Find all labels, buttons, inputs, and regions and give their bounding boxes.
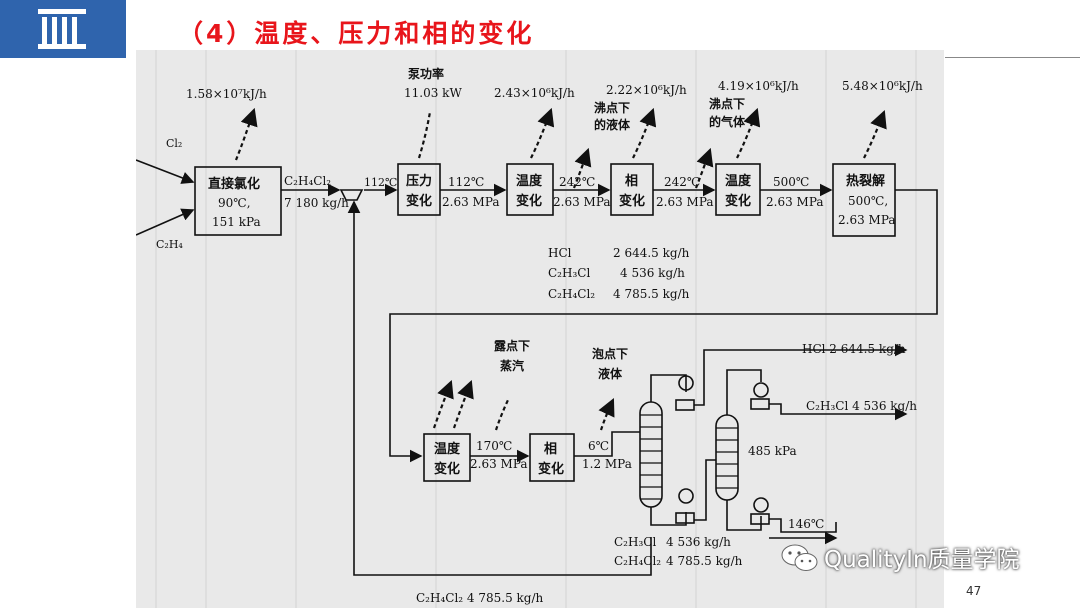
box3-line2: 变化 — [516, 193, 542, 209]
box4-line2: 变化 — [619, 193, 645, 209]
distillation-column-1 — [639, 401, 663, 508]
process-flow-diagram: Cl₂ C₂H₄ 1.58×10⁷kJ/h 泵功率 11.03 kW 2.43×… — [136, 50, 944, 608]
bottoms-temperature: 146℃ — [788, 517, 824, 531]
bottoms-edc-value: 4 785.5 kg/h — [666, 554, 743, 568]
box8-line1: 相 — [544, 441, 557, 457]
comp-hcl-name: HCl — [548, 246, 572, 260]
boiling-gas-note-2: 的气体 — [709, 114, 746, 129]
condenser-2 — [753, 382, 769, 398]
stream1-line1: C₂H₄Cl₂ — [284, 174, 331, 188]
dew-point-note-2: 蒸汽 — [500, 358, 524, 373]
condenser-1 — [678, 375, 694, 391]
stream7-line2: 2.63 MPa — [470, 457, 528, 471]
box1-line3: 151 kPa — [212, 215, 261, 229]
column2-pressure: 485 kPa — [748, 444, 797, 458]
stream8-line2: 1.2 MPa — [582, 457, 632, 471]
direct-chlorination-box — [194, 166, 282, 236]
stream2: 112℃ — [364, 176, 397, 189]
header-divider — [945, 57, 1080, 58]
comp-edc-value: 4 785.5 kg/h — [613, 287, 690, 301]
page-number: 47 — [966, 584, 982, 598]
reflux-drum-1 — [675, 399, 695, 411]
comp-hcl-value: 2 644.5 kg/h — [613, 246, 690, 260]
scan-texture — [155, 50, 917, 608]
stream5-line2: 2.63 MPa — [656, 195, 714, 209]
box7-line2: 变化 — [434, 461, 460, 477]
boiling-liquid-note-1: 沸点下 — [594, 100, 630, 115]
box3-line1: 温度 — [516, 173, 543, 189]
watermark-text: QualityIn质量学院 — [824, 547, 1020, 573]
institution-logo — [0, 0, 126, 58]
flow-diagram-svg: Cl₂ C₂H₄ 1.58×10⁷kJ/h 泵功率 11.03 kW 2.43×… — [136, 50, 938, 608]
dew-point-note-1: 露点下 — [494, 338, 530, 353]
box6-line2: 500℃, — [848, 194, 888, 208]
heat-duty-5: 5.48×10⁶kJ/h — [842, 79, 923, 93]
bottoms-vcm-name: C₂H₃Cl — [614, 535, 656, 549]
wechat-watermark: QualityIn质量学院 — [774, 538, 1064, 578]
bottoms-vcm-value: 4 536 kg/h — [666, 535, 731, 549]
box6-line3: 2.63 MPa — [838, 213, 896, 227]
box1-line1: 直接氯化 — [208, 176, 260, 192]
box7-line1: 温度 — [434, 441, 461, 457]
output-vcm: C₂H₃Cl 4 536 kg/h — [806, 399, 917, 413]
box2-line1: 压力 — [406, 173, 432, 189]
stream1-line2: 7 180 kg/h — [284, 196, 349, 210]
box4-line1: 相 — [625, 173, 638, 189]
bottoms-edc-name: C₂H₄Cl₂ — [614, 554, 661, 568]
reflux-drum-2 — [750, 398, 770, 410]
boiling-liquid-note-2: 的液体 — [594, 117, 631, 132]
stream7-line1: 170℃ — [476, 439, 512, 453]
pump-power-value: 11.03 kW — [404, 86, 462, 100]
pyrolysis-box — [832, 163, 896, 237]
stream6-line1: 500℃ — [773, 175, 809, 189]
reboiler-drum-2 — [750, 513, 770, 525]
reboiler-drum-1 — [675, 512, 695, 524]
box6-line1: 热裂解 — [846, 173, 885, 189]
label-cl2: Cl₂ — [166, 137, 182, 150]
phase-change-box-2 — [529, 433, 575, 482]
temp-change-box-3 — [423, 433, 471, 482]
stream3-line2: 2.63 MPa — [442, 195, 500, 209]
box5-line1: 温度 — [725, 173, 752, 189]
stream6-line2: 2.63 MPa — [766, 195, 824, 209]
slide-title: （4）温度、压力和相的变化 — [178, 19, 535, 48]
box1-line2: 90℃, — [218, 196, 251, 210]
cl2-arrow — [136, 159, 195, 184]
stream8-line1: 6℃ — [588, 439, 609, 453]
comp-vcm-value: 4 536 kg/h — [620, 266, 685, 280]
heat-duty-3: 2.22×10⁶kJ/h — [606, 83, 687, 97]
box8-line2: 变化 — [538, 461, 564, 477]
heat-duty-1: 1.58×10⁷kJ/h — [186, 87, 267, 101]
stream4-line1: 242℃ — [559, 175, 595, 189]
mixer-symbol — [339, 189, 364, 201]
heat-duty-4: 4.19×10⁶kJ/h — [718, 79, 799, 93]
bubble-point-note-2: 液体 — [598, 366, 623, 381]
output-hcl: HCl 2 644.5 kg/h — [802, 342, 906, 356]
logo-mark-icon — [38, 9, 86, 49]
comp-vcm-name: C₂H₃Cl — [548, 266, 590, 280]
label-c2h4: C₂H₄ — [156, 238, 183, 251]
box5-line2: 变化 — [725, 193, 751, 209]
reboiler-1 — [678, 488, 694, 504]
box2-line2: 变化 — [406, 193, 432, 209]
c2h4-arrow — [136, 208, 195, 236]
wechat-icon — [781, 544, 818, 571]
stream3-line1: 112℃ — [448, 175, 484, 189]
recycle-stream-label: C₂H₄Cl₂ 4 785.5 kg/h — [416, 591, 544, 605]
stream4-line2: 2.63 MPa — [553, 195, 611, 209]
comp-edc-name: C₂H₄Cl₂ — [548, 287, 595, 301]
reboiler-2 — [753, 497, 769, 513]
boiling-gas-note-1: 沸点下 — [709, 96, 745, 111]
pump-power-label: 泵功率 — [408, 66, 444, 81]
stream5-line1: 242℃ — [664, 175, 700, 189]
bubble-point-note-1: 泡点下 — [592, 346, 628, 361]
heat-duty-2: 2.43×10⁶kJ/h — [494, 86, 575, 100]
